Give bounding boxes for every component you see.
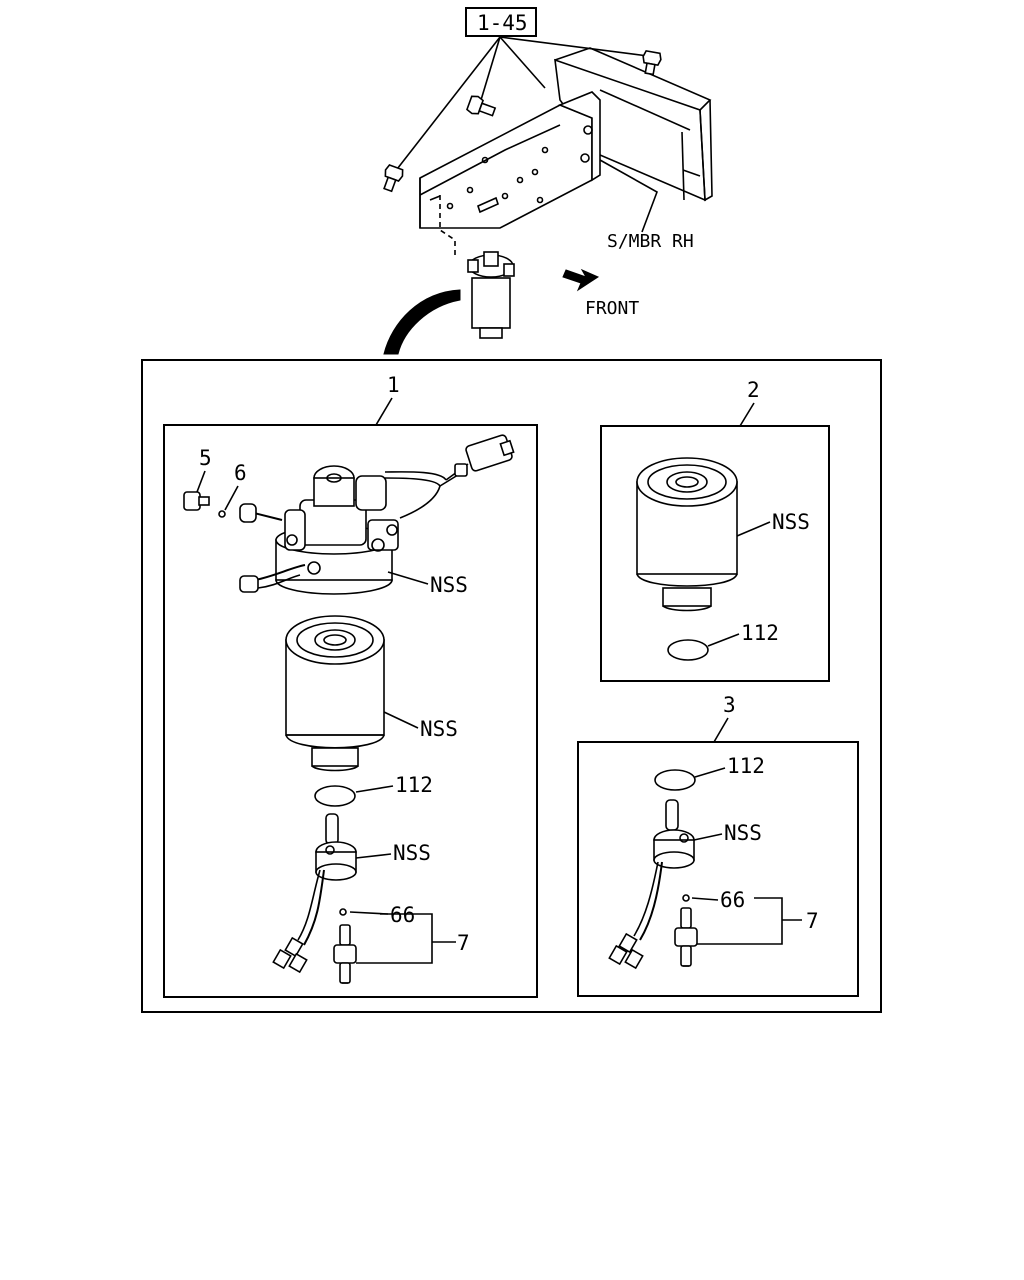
drain-plug	[333, 924, 357, 984]
detail-frame	[141, 359, 882, 1013]
filter-cartridge	[285, 615, 385, 772]
oring-callout: 112	[395, 773, 433, 797]
front-label: FRONT	[585, 298, 639, 319]
washer-callout: 6	[234, 461, 247, 485]
front-arrow-icon	[562, 268, 600, 292]
sensor-nss-callout: NSS	[393, 841, 431, 865]
bolt-icon	[183, 491, 210, 511]
oring-callout: 112	[727, 754, 765, 778]
ref-label: 1-45	[477, 11, 528, 35]
drain-plug	[674, 907, 698, 967]
assembly-1-box	[163, 424, 538, 998]
assembly-1-number: 1	[387, 373, 400, 397]
filter-nss-callout: NSS	[772, 510, 810, 534]
water-sensor	[272, 813, 357, 974]
bolt-callout: 5	[199, 446, 212, 470]
drain-plug-callout: 7	[806, 909, 819, 933]
assembly-1: 1 5 6	[163, 373, 538, 998]
water-sensor	[608, 799, 695, 970]
ref-label-box	[465, 7, 537, 37]
oring-icon	[314, 785, 356, 807]
oring-icon	[654, 769, 696, 791]
bracket-bolts	[383, 49, 662, 193]
assembly-3-number: 3	[723, 693, 736, 717]
assembly-2-box	[600, 425, 830, 682]
filter-head	[239, 434, 515, 595]
plug-oring-callout: 66	[720, 888, 745, 912]
overview-illustration: 1-45	[383, 7, 713, 355]
filter-bracket	[419, 91, 601, 229]
assembly-2: 2 NSS 112	[600, 378, 830, 682]
member-label: S/MBR RH	[607, 231, 694, 252]
washer-icon	[218, 510, 226, 518]
detail-pointer-arrow-icon	[383, 289, 461, 355]
ref-leader-lines	[393, 36, 649, 174]
sensor-nss-callout: NSS	[724, 821, 762, 845]
filter-nss-callout: NSS	[420, 717, 458, 741]
drain-plug-bracket	[697, 897, 783, 945]
drain-plug-callout: 7	[457, 931, 470, 955]
plug-oring-icon	[339, 908, 347, 916]
oring-callout: 112	[741, 621, 779, 645]
filter-cartridge	[636, 457, 738, 612]
member-leader-line	[599, 159, 658, 233]
assembly-3-box	[577, 741, 859, 997]
assembly-3: 3 112 NSS 66 7	[577, 693, 859, 997]
drain-plug-bracket	[356, 913, 433, 964]
assembly-2-number: 2	[747, 378, 760, 402]
filter-overview	[467, 251, 515, 339]
oring-icon	[667, 639, 709, 661]
head-nss-callout: NSS	[430, 573, 468, 597]
plug-oring-icon	[682, 894, 690, 902]
plug-oring-callout: 66	[390, 903, 415, 927]
